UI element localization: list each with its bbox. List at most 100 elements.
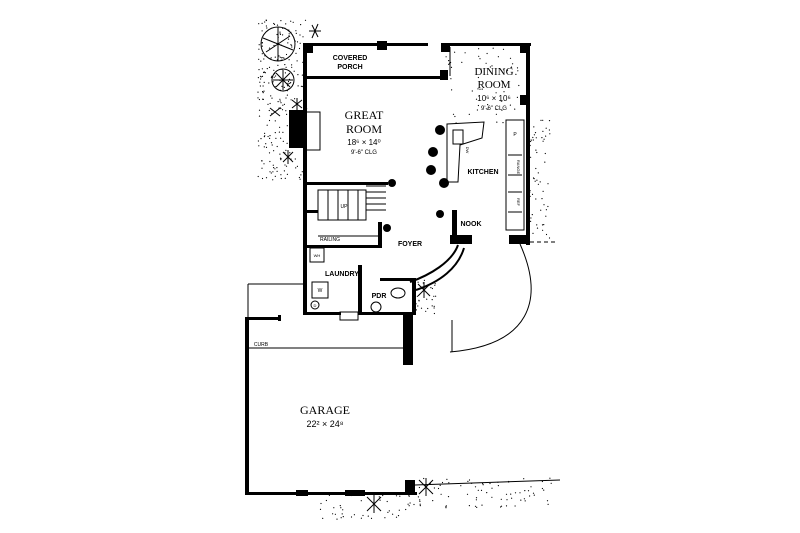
stipple-dot: [395, 495, 398, 497]
label-great-room: GREAT: [345, 108, 384, 122]
stipple-dot: [257, 140, 259, 142]
label-laundry: LAUNDRY: [325, 271, 359, 278]
stipple-dot: [332, 513, 334, 515]
stipple-dot: [262, 98, 264, 100]
stipple-dot: [279, 31, 281, 33]
stipple-dot: [520, 499, 522, 501]
thin-lines: [247, 47, 561, 486]
stipple-dot: [531, 214, 533, 216]
stipple-dot: [479, 88, 481, 90]
label-nook: NOOK: [461, 221, 482, 228]
stipple-dot: [280, 159, 282, 161]
stipple-dot: [468, 505, 470, 507]
stipple-dot: [300, 174, 302, 176]
stipple-dot: [261, 42, 263, 44]
stipple-dot: [547, 205, 549, 208]
stipple-dot: [491, 65, 493, 67]
stipple-dot: [276, 33, 278, 36]
stipple-dot: [261, 45, 263, 47]
stipple-dot: [284, 72, 286, 74]
stipple-dot: [290, 99, 292, 101]
stipple-dot: [398, 509, 400, 511]
stipple-dot: [290, 44, 292, 46]
stipple-dot: [500, 506, 502, 508]
stipple-dot: [454, 51, 456, 53]
stipple-dot: [481, 88, 483, 90]
stipple-dot: [268, 109, 270, 112]
stipple-dot: [478, 48, 480, 50]
stipple-dot: [454, 115, 456, 118]
stipple-dot: [288, 33, 290, 35]
stipple-dot: [258, 145, 260, 147]
stipple-dot: [550, 482, 552, 484]
label-washer: W: [318, 288, 323, 294]
stipple-dot: [300, 85, 302, 87]
stipple-dot: [292, 21, 294, 23]
label-dishwasher: DW: [465, 147, 470, 154]
stipple-dot: [533, 134, 536, 136]
stipple-dot: [448, 60, 450, 62]
stipple-dot: [257, 91, 259, 93]
stipple-dot: [295, 167, 297, 169]
stipple-dot: [283, 86, 285, 88]
stipple-dot: [286, 113, 288, 115]
stipple-dot: [461, 61, 463, 64]
stipple-dot: [260, 138, 262, 140]
label-dryer: D: [314, 303, 317, 308]
stipple-dot: [264, 135, 266, 137]
stipple-dot: [300, 24, 302, 26]
stipple-dot: [388, 510, 390, 512]
stipple-dot: [434, 283, 436, 285]
stipple-dot: [445, 507, 447, 509]
stipple-dot: [286, 125, 288, 127]
stipple-dot: [265, 143, 267, 145]
stipple-dot: [416, 295, 418, 297]
stipple-dot: [509, 57, 512, 59]
stipple-dot: [471, 90, 473, 92]
stipple-dot: [281, 109, 284, 111]
stipple-dot: [545, 215, 547, 217]
stipple-dot: [279, 98, 281, 100]
stipple-dot: [546, 500, 549, 502]
label-dining-room: DINING: [474, 66, 513, 78]
stipple-dot: [269, 171, 271, 173]
stipple-dot: [502, 69, 505, 71]
stipple-dot: [298, 47, 301, 50]
stipple-dot: [477, 489, 479, 491]
stipple-dot: [417, 496, 419, 498]
label-great-room-2: ROOM: [346, 122, 382, 136]
label-covered-porch: COVERED: [333, 55, 368, 62]
plant-icon: [269, 23, 434, 513]
stipple-dot: [530, 220, 532, 222]
stipple-dot: [261, 53, 263, 55]
stipple-dot: [437, 487, 440, 490]
stipple-dot: [384, 517, 386, 519]
stipple-dot: [479, 58, 481, 60]
stipple-dot: [532, 177, 535, 179]
stipple-dot: [283, 103, 285, 105]
stipple-dot: [270, 95, 272, 97]
stipple-dot: [501, 80, 503, 82]
stipple-dot: [370, 517, 373, 520]
stipple-dot: [267, 135, 269, 138]
stipple-dot: [294, 158, 296, 160]
stipple-dot: [543, 204, 545, 206]
label-pdr: PDR: [372, 293, 387, 300]
stipple-dot: [386, 500, 388, 503]
stipple-dot: [270, 172, 272, 174]
stipple-dot: [478, 55, 480, 57]
stipple-dot: [268, 47, 271, 49]
stipple-dot: [265, 19, 267, 22]
stipple-dot: [360, 500, 362, 502]
stipple-dot: [441, 481, 444, 484]
stipple-dot: [460, 485, 462, 487]
stipple-dot: [419, 499, 421, 501]
stipple-dot: [543, 489, 545, 491]
exterior-walls: [245, 41, 531, 496]
stipple-dot: [532, 492, 535, 494]
stipple-dot: [427, 307, 429, 310]
stipple-dot: [258, 44, 260, 46]
stipple-dot: [266, 68, 268, 70]
stipple-dot: [517, 70, 519, 72]
